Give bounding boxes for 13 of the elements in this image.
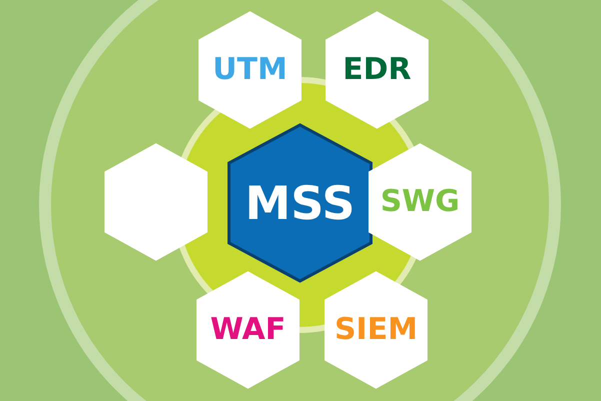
- node-label: SWG: [380, 187, 460, 217]
- node-label: EDR: [342, 55, 412, 85]
- hexagon-badge: [198, 11, 302, 129]
- node-label: SIEM: [334, 315, 418, 345]
- hexagon-badge: [324, 271, 428, 389]
- hexagon-badge: [227, 123, 373, 283]
- node-label: MSS: [245, 180, 355, 226]
- hexagon-badge: [196, 271, 300, 389]
- node-label: UTM: [212, 55, 288, 85]
- node-label: WAF: [210, 315, 286, 345]
- hexagon-badge: [325, 11, 429, 129]
- hexagon-badge: [368, 143, 472, 261]
- hexagon-badge: [104, 143, 208, 261]
